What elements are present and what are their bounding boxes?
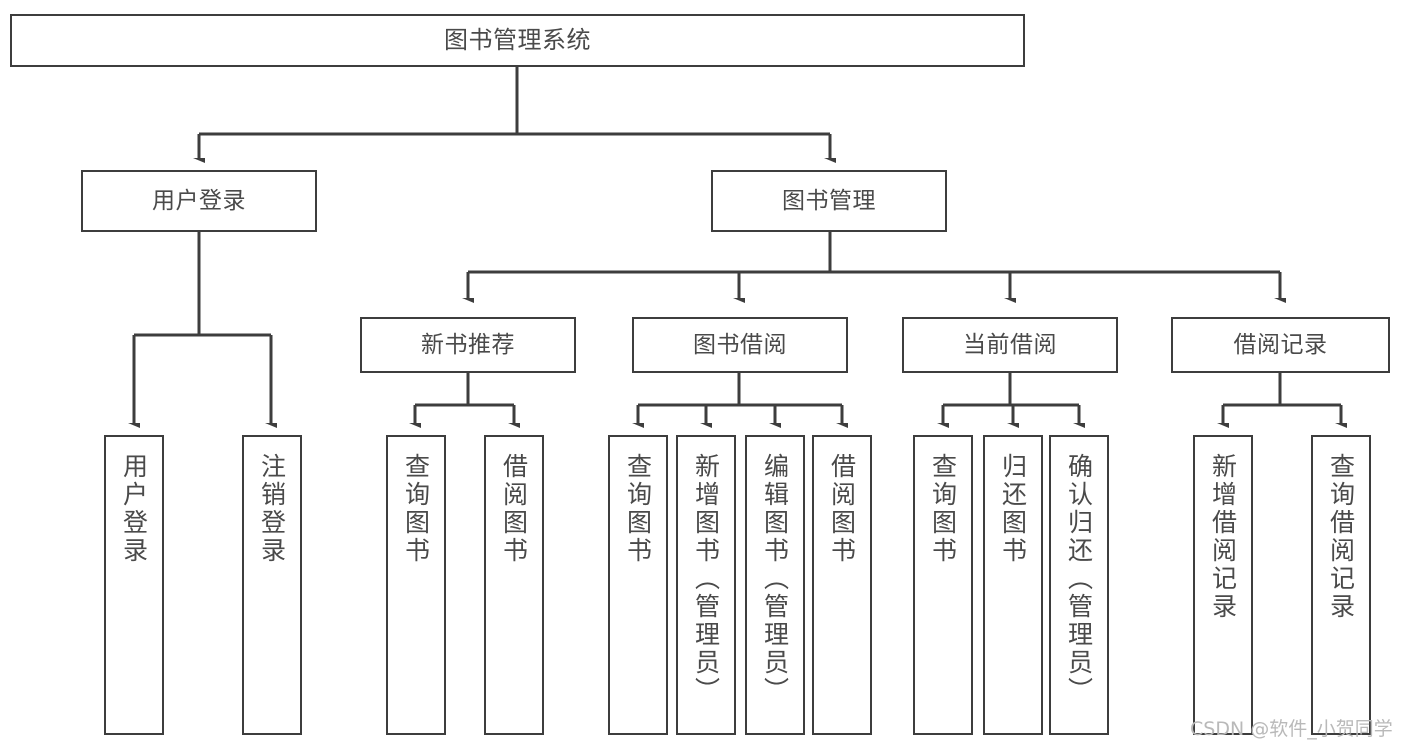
node-leaf-user-login[interactable]: 用户登录: [104, 435, 164, 735]
node-book-manage-label: 图书管理: [782, 187, 876, 214]
node-leaf-edit-book-label: 编辑图书（管理员）: [760, 453, 790, 705]
node-leaf-query-book-1-label: 查询图书: [401, 453, 431, 565]
node-current-borrow[interactable]: 当前借阅: [902, 317, 1118, 373]
node-leaf-query-book-1[interactable]: 查询图书: [386, 435, 446, 735]
node-borrow-record[interactable]: 借阅记录: [1171, 317, 1390, 373]
node-leaf-borrow-book-1-label: 借阅图书: [499, 453, 529, 565]
node-leaf-query-book-2-label: 查询图书: [623, 453, 653, 565]
node-leaf-confirm-return[interactable]: 确认归还（管理员）: [1049, 435, 1109, 735]
node-leaf-query-book-3[interactable]: 查询图书: [913, 435, 973, 735]
node-leaf-user-logout-label: 注销登录: [257, 453, 287, 565]
node-root-system[interactable]: 图书管理系统: [10, 14, 1025, 67]
node-leaf-borrow-book-1[interactable]: 借阅图书: [484, 435, 544, 735]
node-leaf-borrow-book-2-label: 借阅图书: [827, 453, 857, 565]
node-leaf-user-logout[interactable]: 注销登录: [242, 435, 302, 735]
node-leaf-return-book[interactable]: 归还图书: [983, 435, 1043, 735]
node-leaf-add-record[interactable]: 新增借阅记录: [1193, 435, 1253, 735]
node-leaf-query-book-3-label: 查询图书: [928, 453, 958, 565]
node-leaf-borrow-book-2[interactable]: 借阅图书: [812, 435, 872, 735]
node-root-label: 图书管理系统: [444, 25, 591, 54]
node-leaf-add-book-label: 新增图书（管理员）: [691, 453, 721, 705]
node-user-login-label: 用户登录: [152, 187, 246, 214]
node-current-borrow-label: 当前借阅: [963, 331, 1057, 358]
node-book-borrow[interactable]: 图书借阅: [632, 317, 848, 373]
node-leaf-user-login-label: 用户登录: [119, 453, 149, 565]
node-book-borrow-label: 图书借阅: [693, 331, 787, 358]
node-leaf-query-record-label: 查询借阅记录: [1326, 453, 1356, 621]
node-user-login[interactable]: 用户登录: [81, 170, 317, 232]
node-leaf-add-book[interactable]: 新增图书（管理员）: [676, 435, 736, 735]
node-new-book-recommend-label: 新书推荐: [421, 331, 515, 358]
node-book-manage[interactable]: 图书管理: [711, 170, 947, 232]
node-leaf-edit-book[interactable]: 编辑图书（管理员）: [745, 435, 805, 735]
node-leaf-add-record-label: 新增借阅记录: [1208, 453, 1238, 621]
node-borrow-record-label: 借阅记录: [1233, 331, 1328, 358]
node-leaf-confirm-return-label: 确认归还（管理员）: [1064, 453, 1094, 705]
csdn-watermark: CSDN @软件_小贺同学: [1190, 718, 1393, 740]
node-new-book-recommend[interactable]: 新书推荐: [360, 317, 576, 373]
node-leaf-query-record[interactable]: 查询借阅记录: [1311, 435, 1371, 735]
node-leaf-query-book-2[interactable]: 查询图书: [608, 435, 668, 735]
node-leaf-return-book-label: 归还图书: [998, 453, 1028, 565]
